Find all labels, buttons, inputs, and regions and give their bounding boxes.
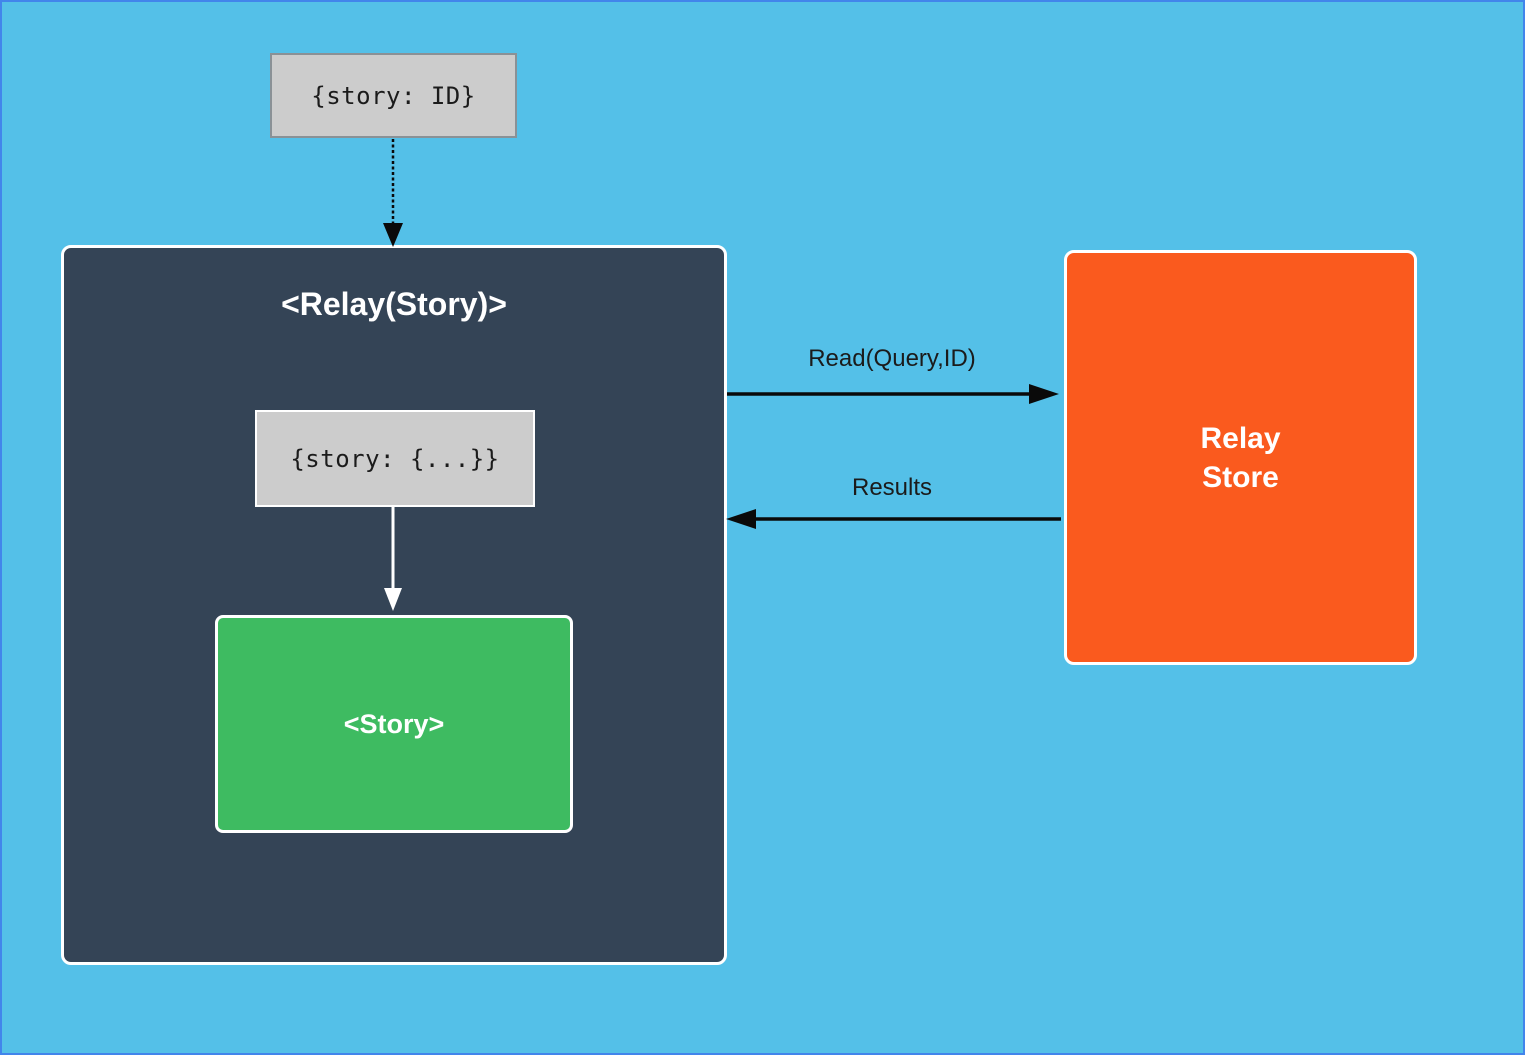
story-props-box: {story: {...}} — [255, 410, 535, 507]
relay-story-container: <Relay(Story)> {story: {...}} <Story> — [61, 245, 727, 965]
relay-store-label-line1: Relay — [1200, 421, 1281, 455]
results-arrow — [726, 509, 1061, 529]
query-id-label: {story: ID} — [311, 81, 476, 110]
query-id-box: {story: ID} — [270, 53, 517, 138]
query-to-relay-arrow — [383, 139, 403, 247]
relay-story-title: <Relay(Story)> — [281, 286, 507, 322]
read-query-arrow — [727, 384, 1059, 404]
read-query-id-label: Read(Query,ID) — [808, 345, 976, 372]
relay-store-label-line2: Store — [1202, 460, 1279, 494]
story-component-label: <Story> — [343, 708, 445, 739]
story-props-label: {story: {...}} — [290, 444, 500, 473]
relay-store-box: Relay Store — [1064, 250, 1417, 665]
results-label: Results — [851, 474, 933, 501]
story-component-box: <Story> — [215, 615, 573, 833]
